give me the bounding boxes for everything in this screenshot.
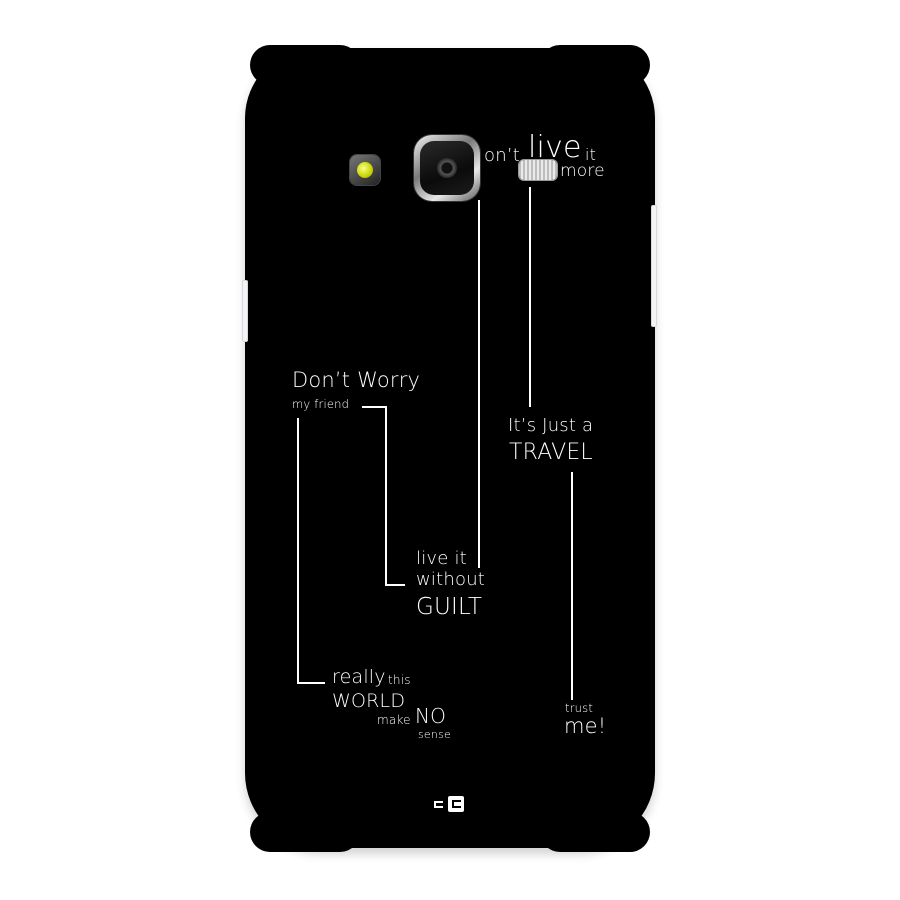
connector-to-really — [297, 682, 325, 684]
flash-led — [357, 162, 373, 178]
speaker-grille-icon — [519, 160, 557, 180]
camera-icon — [414, 135, 480, 201]
quote-top-prefix: on’t — [484, 145, 521, 166]
quote-this: this — [388, 673, 411, 687]
quote-travel: TRAVEL — [509, 440, 593, 465]
quote-my-friend: my friend — [292, 397, 350, 411]
quote-dont-worry: Don’t Worry — [292, 368, 421, 392]
power-button-right — [651, 205, 657, 327]
quote-really: really — [332, 666, 386, 688]
quote-make: make — [377, 713, 411, 727]
quote-no: NO — [415, 704, 447, 728]
quote-trust: trust — [565, 701, 594, 715]
quote-top-more: more — [560, 161, 605, 181]
camera-lens — [437, 158, 457, 178]
quote-its-just-a: It’s Just a — [508, 415, 594, 436]
logo-box-c — [448, 796, 464, 812]
connector-left-vertical — [297, 418, 299, 683]
connector-to-without — [385, 584, 405, 586]
logo-small-c — [434, 800, 443, 808]
flash-icon — [350, 155, 380, 185]
camera-glass — [420, 141, 474, 195]
quote-live-it: live it — [416, 548, 467, 569]
connector-travel-to-trust — [571, 472, 573, 700]
cc-logo-icon — [434, 795, 464, 813]
connector-camera-to-guilt — [478, 200, 480, 568]
volume-button-left — [242, 280, 248, 342]
connector-friend-horizontal — [362, 406, 386, 408]
quote-top-live: live — [528, 130, 582, 165]
quote-world: WORLD — [332, 690, 406, 712]
quote-top-suffix: it — [585, 145, 597, 164]
connector-friend-vertical — [385, 406, 387, 586]
quote-guilt: GUILT — [416, 594, 483, 620]
quote-sense: sense — [418, 728, 451, 741]
quote-without: without — [416, 569, 486, 590]
connector-speaker-to-travel — [529, 187, 531, 407]
quote-me: me! — [564, 714, 607, 738]
